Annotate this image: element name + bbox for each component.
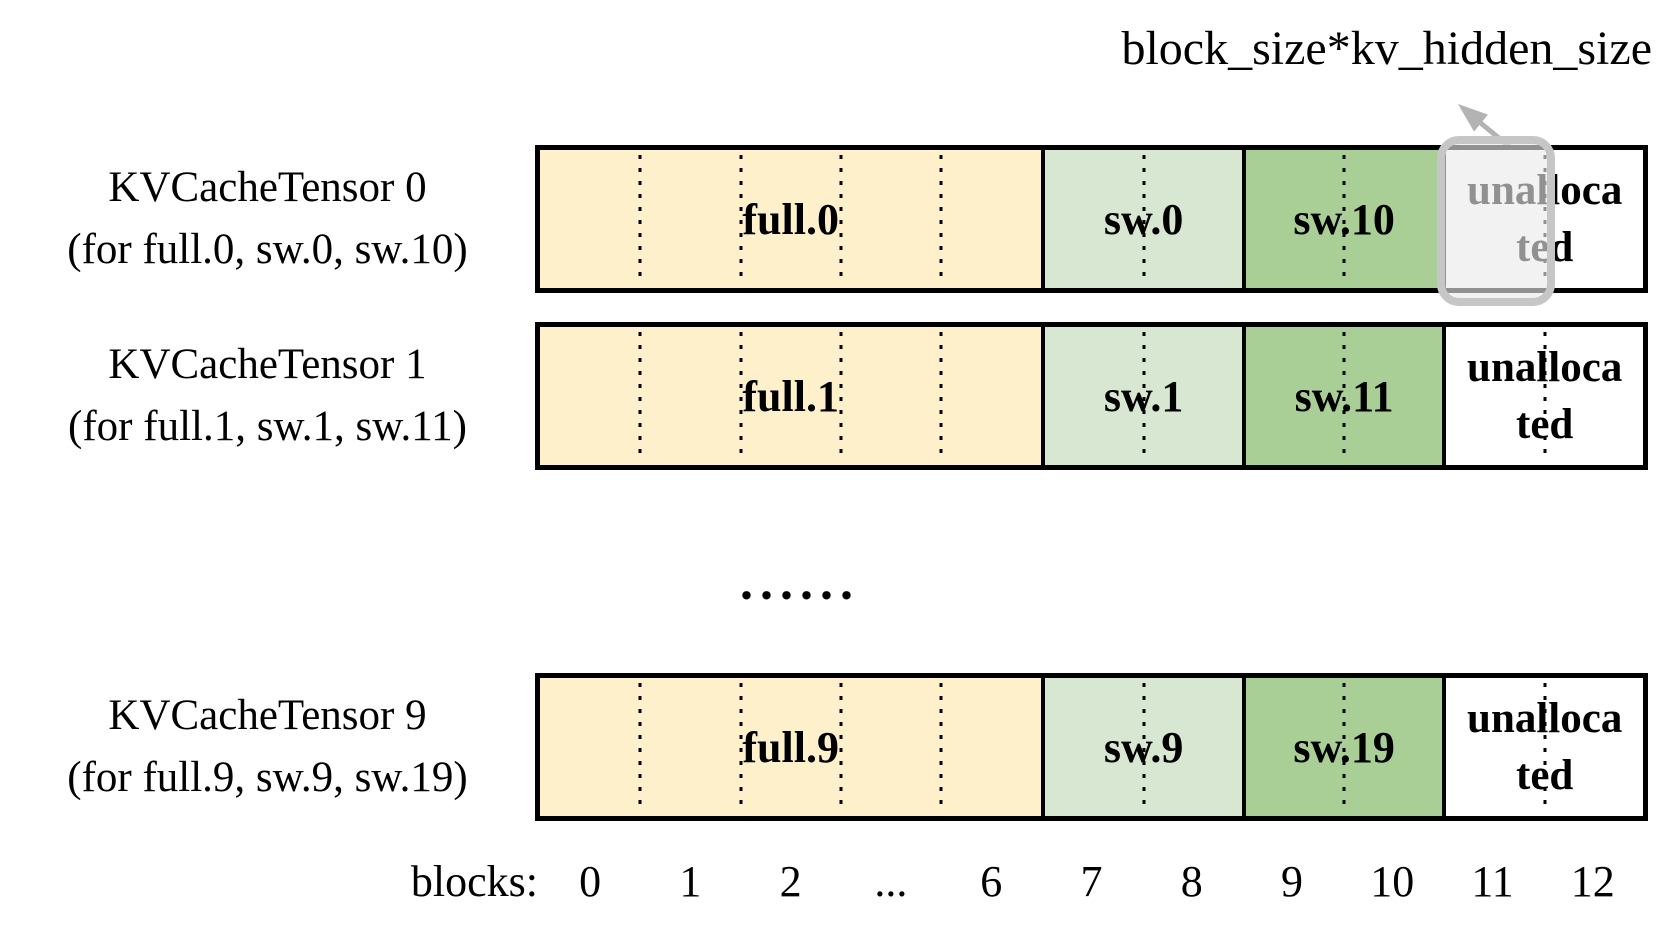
block-divider-dotted-line bbox=[939, 332, 943, 460]
block-divider-dotted-line bbox=[739, 683, 743, 811]
unallocated-line-1: unalloca bbox=[1467, 344, 1623, 391]
block-divider-dotted-line bbox=[939, 683, 943, 811]
blocks-axis: blocks: 0 1 2 ... 6 7 8 9 10 11 12 bbox=[0, 856, 1676, 916]
segment-label: sw.10 bbox=[1293, 194, 1395, 244]
block-divider-dotted-line bbox=[1543, 683, 1547, 811]
segment-label: sw.1 bbox=[1103, 371, 1184, 421]
segment-label: sw.11 bbox=[1294, 371, 1394, 421]
axis-tick: ... bbox=[874, 857, 908, 906]
axis-tick: 7 bbox=[1080, 857, 1103, 906]
block-divider-dotted-line bbox=[638, 332, 642, 460]
block-divider-dotted-line bbox=[739, 155, 743, 283]
segment-label: full.1 bbox=[742, 371, 839, 421]
segment-label: sw.9 bbox=[1103, 722, 1184, 772]
segment-label: full.0 bbox=[742, 194, 839, 244]
unallocated-line-1: unalloca bbox=[1467, 695, 1623, 742]
segment-label: sw.0 bbox=[1103, 194, 1184, 244]
axis-tick: 11 bbox=[1471, 857, 1514, 906]
axis-tick: 9 bbox=[1280, 857, 1303, 906]
segment-full: full.9 bbox=[540, 678, 1042, 816]
tensor-row-0: KVCacheTensor 0 (for full.0, sw.0, sw.10… bbox=[0, 145, 1676, 293]
row-title: KVCacheTensor 1 bbox=[108, 341, 427, 388]
row-label: KVCacheTensor 0 (for full.0, sw.0, sw.10… bbox=[15, 157, 520, 281]
row-subtitle: (for full.9, sw.9, sw.19) bbox=[67, 754, 468, 801]
block-divider-dotted-line bbox=[939, 155, 943, 283]
axis-tick: 1 bbox=[679, 857, 702, 906]
blocks-axis-label: blocks: bbox=[410, 857, 538, 906]
highlighted-block-outline bbox=[1437, 136, 1555, 306]
axis-tick: 6 bbox=[980, 857, 1003, 906]
axis-tick: 0 bbox=[579, 857, 602, 906]
kvcache-bar: full.1 sw.1 sw.11 unalloca ted bbox=[535, 322, 1648, 470]
block-divider-dotted-line bbox=[739, 332, 743, 460]
block-divider-dotted-line bbox=[839, 683, 843, 811]
block-size-annotation: block_size*kv_hidden_size bbox=[1121, 22, 1652, 75]
unallocated-line-2: ted bbox=[1516, 401, 1574, 448]
block-divider-dotted-line bbox=[638, 155, 642, 283]
kvcache-bar: full.9 sw.9 sw.19 unalloca ted bbox=[535, 673, 1648, 821]
segment-unallocated: unalloca ted bbox=[1442, 678, 1643, 816]
block-divider-dotted-line bbox=[1543, 332, 1547, 460]
segment-label: full.9 bbox=[742, 722, 839, 772]
block-divider-dotted-line bbox=[1142, 683, 1146, 811]
segment-sw-light: sw.0 bbox=[1041, 150, 1242, 288]
unallocated-line-2: ted bbox=[1516, 752, 1574, 799]
row-label: KVCacheTensor 9 (for full.9, sw.9, sw.19… bbox=[15, 685, 520, 809]
segment-sw-dark: sw.19 bbox=[1241, 678, 1443, 816]
row-title: KVCacheTensor 0 bbox=[108, 164, 427, 211]
blocks-axis-ticks: 0 1 2 ... 6 7 8 9 10 11 12 bbox=[540, 856, 1643, 908]
rows-ellipsis: ...... bbox=[740, 554, 860, 611]
block-divider-dotted-line bbox=[1142, 155, 1146, 283]
block-divider-dotted-line bbox=[1342, 155, 1346, 283]
block-divider-dotted-line bbox=[638, 683, 642, 811]
tensor-row-1: KVCacheTensor 1 (for full.1, sw.1, sw.11… bbox=[0, 322, 1676, 470]
segment-label: unalloca ted bbox=[1467, 339, 1622, 453]
block-divider-dotted-line bbox=[839, 155, 843, 283]
segment-unallocated: unalloca ted bbox=[1442, 327, 1643, 465]
row-subtitle: (for full.1, sw.1, sw.11) bbox=[68, 403, 467, 450]
axis-tick: 10 bbox=[1370, 857, 1415, 906]
block-divider-dotted-line bbox=[1342, 683, 1346, 811]
segment-sw-dark: sw.10 bbox=[1241, 150, 1443, 288]
block-divider-dotted-line bbox=[839, 332, 843, 460]
tensor-row-9: KVCacheTensor 9 (for full.9, sw.9, sw.19… bbox=[0, 673, 1676, 821]
segment-label: unalloca ted bbox=[1467, 690, 1622, 804]
block-divider-dotted-line bbox=[1342, 332, 1346, 460]
segment-full: full.1 bbox=[540, 327, 1042, 465]
row-subtitle: (for full.0, sw.0, sw.10) bbox=[67, 226, 468, 273]
row-title: KVCacheTensor 9 bbox=[108, 692, 427, 739]
axis-tick: 2 bbox=[779, 857, 802, 906]
segment-full: full.0 bbox=[540, 150, 1042, 288]
axis-tick: 8 bbox=[1180, 857, 1203, 906]
segment-sw-dark: sw.11 bbox=[1241, 327, 1443, 465]
row-label: KVCacheTensor 1 (for full.1, sw.1, sw.11… bbox=[15, 334, 520, 458]
segment-sw-light: sw.9 bbox=[1041, 678, 1242, 816]
segment-label: sw.19 bbox=[1293, 722, 1395, 772]
segment-sw-light: sw.1 bbox=[1041, 327, 1242, 465]
block-divider-dotted-line bbox=[1142, 332, 1146, 460]
axis-tick: 12 bbox=[1570, 857, 1615, 906]
